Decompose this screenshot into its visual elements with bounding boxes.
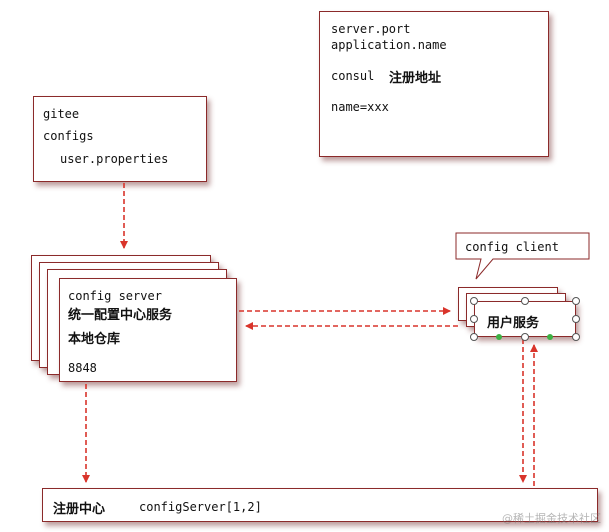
registry-label: 注册中心 (53, 502, 106, 517)
config-server-title: config server (68, 289, 162, 303)
gitee-file: user.properties (60, 152, 169, 166)
callout-bubble (455, 232, 590, 280)
config-line-name: name=xxx (331, 100, 389, 114)
config-client-label: config client (465, 240, 559, 254)
config-line-consul-cjk: 注册地址 (389, 71, 442, 86)
gitee-configs: configs (43, 129, 94, 143)
watermark: @稀土掘金技术社区 (502, 512, 601, 525)
config-line-port: server.port (331, 22, 411, 36)
handle-bl (470, 333, 478, 341)
handle-tl (470, 297, 478, 305)
server-config-box: server.port application.name consul 注册地址… (319, 11, 549, 157)
config-server-port: 8848 (68, 361, 97, 375)
registry-box: 注册中心 configServer[1,2] (42, 488, 598, 522)
config-server-repo: 本地仓库 (68, 332, 121, 347)
config-line-consul: consul (331, 69, 375, 83)
handle-tr (572, 297, 580, 305)
user-service-box[interactable]: 用户服务 (474, 301, 576, 337)
gitee-box: gitee configs user.properties (33, 96, 207, 182)
config-line-appname: application.name (331, 38, 447, 52)
handle-mr (572, 315, 580, 323)
gitee-title: gitee (43, 107, 80, 121)
handle-tm (521, 297, 529, 305)
config-server-box: config server 统一配置中心服务 本地仓库 8848 (59, 278, 237, 382)
connect-point-left (496, 334, 502, 340)
config-server-subtitle: 统一配置中心服务 (68, 308, 173, 323)
handle-bm (521, 333, 529, 341)
handle-br (572, 333, 580, 341)
user-service-label: 用户服务 (487, 316, 540, 331)
connect-point-right (547, 334, 553, 340)
connection-points (496, 334, 553, 340)
registry-detail: configServer[1,2] (139, 500, 262, 514)
selection-handles (470, 297, 580, 341)
handle-ml (470, 315, 478, 323)
